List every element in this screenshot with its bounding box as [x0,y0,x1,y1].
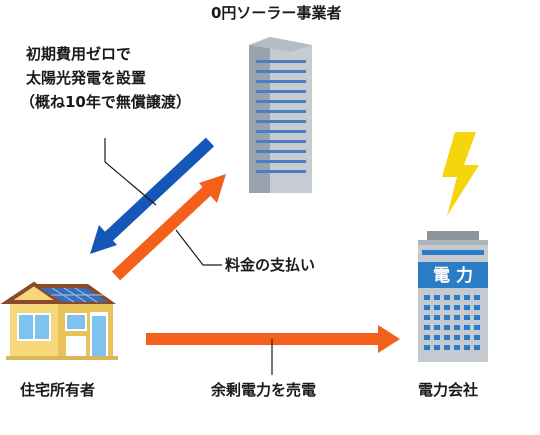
utility-sign-text: 電 力 [433,265,473,286]
payment-label: 料金の支払い [225,256,316,274]
install-line-3: （概ね10年で無償譲渡） [20,93,191,111]
house-with-solar-icon [0,281,118,360]
install-line-1: 初期費用ゼロで [26,45,132,63]
install-arrow [90,137,215,254]
install-description: 初期費用ゼロで 太陽光発電を設置 （概ね10年で無償譲渡） [20,42,191,114]
provider-label: 0円ソーラー事業者 [211,4,342,22]
install-line-2: 太陽光発電を設置 [26,69,147,87]
utility-label: 電力会社 [418,381,479,399]
leader-lines [104,138,273,375]
payment-arrow [111,174,226,281]
surplus-arrow [146,325,400,353]
surplus-sale-label: 余剰電力を売電 [211,381,317,399]
office-building-icon [249,37,312,193]
homeowner-label: 住宅所有者 [20,381,96,399]
power-company-building-icon: 電 力 [418,231,488,362]
lightning-icon [442,132,479,216]
